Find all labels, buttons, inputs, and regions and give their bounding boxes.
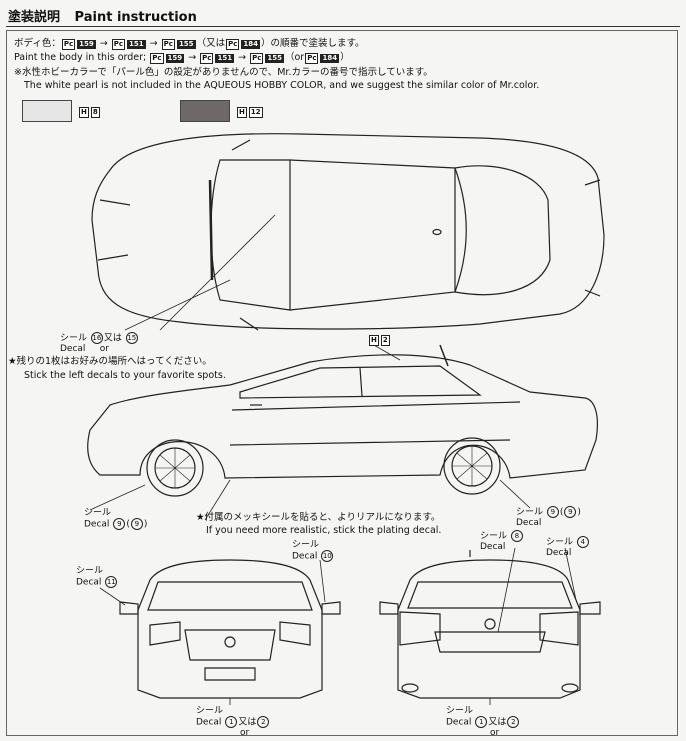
stick-note-en: Stick the left decals to your favorite s…: [24, 370, 226, 381]
page-title: 塗装説明 Paint instruction: [8, 6, 207, 25]
swatch-h12: [180, 100, 230, 122]
note-ja: ※水性ホビーカラーで「パール色」の設定がありませんので、Mr.カラーの番号で指示…: [14, 67, 433, 78]
front-left-decal: シール Decal 11: [76, 566, 118, 588]
car-front-view: [119, 559, 341, 699]
title-en: Paint instruction: [74, 10, 197, 25]
car-rear-view: [379, 550, 601, 699]
rear-top-decal: シール 8 Decal: [480, 530, 524, 552]
front-top-decal: シール Decal 10: [292, 540, 334, 562]
car-side-view: [87, 344, 598, 497]
rear-right-decal: シール 4 Decal: [546, 536, 590, 558]
plating-note-en: If you need more realistic, stick the pl…: [206, 525, 442, 536]
title-ja: 塗装説明: [8, 10, 61, 25]
note-en: The white pearl is not included in the A…: [24, 80, 540, 91]
stick-note-ja: ★残りの1枚はお好みの場所へはってください。: [8, 356, 212, 367]
side-left-decal: シール Decal 9(9): [84, 508, 148, 530]
plating-note-ja: ★付属のメッキシールを貼ると、よりリアルになります。: [196, 512, 441, 523]
car-top-view: [91, 133, 605, 331]
side-right-decal: シール 9(9) Decal: [516, 506, 581, 528]
title-rule: [6, 26, 680, 27]
swatch-h8: [22, 100, 72, 122]
instruction-frame: [6, 30, 678, 736]
